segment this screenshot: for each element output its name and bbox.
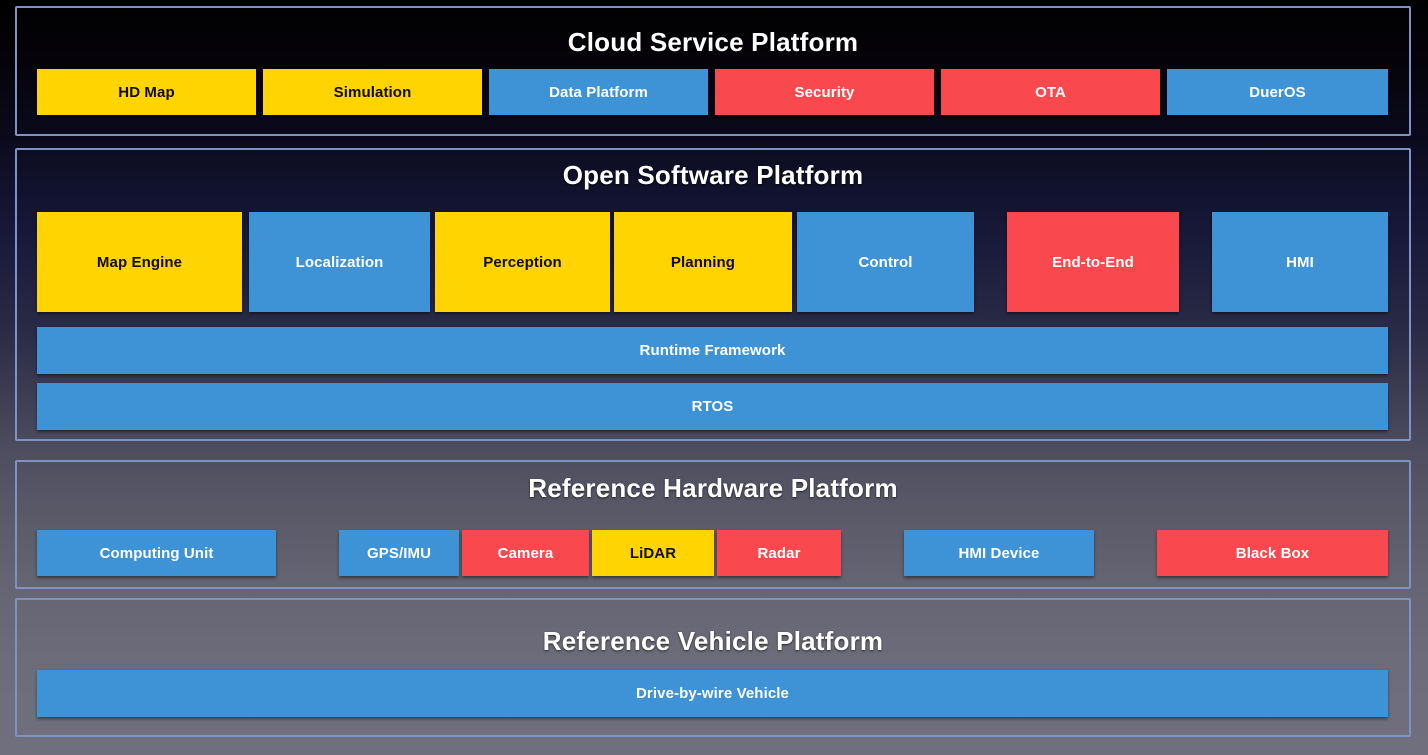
box-planning[interactable]: Planning	[614, 212, 792, 312]
box-dueros[interactable]: DuerOS	[1167, 69, 1388, 115]
section-title-reference-vehicle-platform: Reference Vehicle Platform	[542, 626, 884, 656]
box-radar[interactable]: Radar	[717, 530, 841, 576]
box-simulation[interactable]: Simulation	[263, 69, 482, 115]
section-title-reference-hardware-platform: Reference Hardware Platform	[528, 473, 898, 503]
section-reference-hardware-platform: Reference Hardware Platform Computing Un…	[15, 460, 1411, 589]
box-rtos[interactable]: RTOS	[37, 383, 1388, 430]
box-computing-unit[interactable]: Computing Unit	[37, 530, 276, 576]
box-drive-by-wire-vehicle[interactable]: Drive-by-wire Vehicle	[37, 670, 1388, 717]
box-gps-imu[interactable]: GPS/IMU	[339, 530, 459, 576]
box-camera[interactable]: Camera	[462, 530, 589, 576]
box-security[interactable]: Security	[715, 69, 934, 115]
box-localization[interactable]: Localization	[249, 212, 430, 312]
box-perception[interactable]: Perception	[435, 212, 610, 312]
section-open-software-platform: Open Software Platform Map Engine Locali…	[15, 148, 1411, 441]
box-black-box[interactable]: Black Box	[1157, 530, 1388, 576]
box-lidar[interactable]: LiDAR	[592, 530, 714, 576]
box-hmi[interactable]: HMI	[1212, 212, 1388, 312]
section-reference-vehicle-platform: Reference Vehicle Platform Drive-by-wire…	[15, 598, 1411, 737]
box-control[interactable]: Control	[797, 212, 974, 312]
box-hmi-device[interactable]: HMI Device	[904, 530, 1094, 576]
box-ota[interactable]: OTA	[941, 69, 1160, 115]
box-hd-map[interactable]: HD Map	[37, 69, 256, 115]
section-title-cloud-service-platform: Cloud Service Platform	[567, 27, 859, 57]
box-data-platform[interactable]: Data Platform	[489, 69, 708, 115]
section-title-open-software-platform: Open Software Platform	[562, 160, 864, 190]
box-end-to-end[interactable]: End-to-End	[1007, 212, 1179, 312]
box-runtime-framework[interactable]: Runtime Framework	[37, 327, 1388, 374]
box-map-engine[interactable]: Map Engine	[37, 212, 242, 312]
section-cloud-service-platform: Cloud Service Platform HD Map Simulation…	[15, 6, 1411, 136]
